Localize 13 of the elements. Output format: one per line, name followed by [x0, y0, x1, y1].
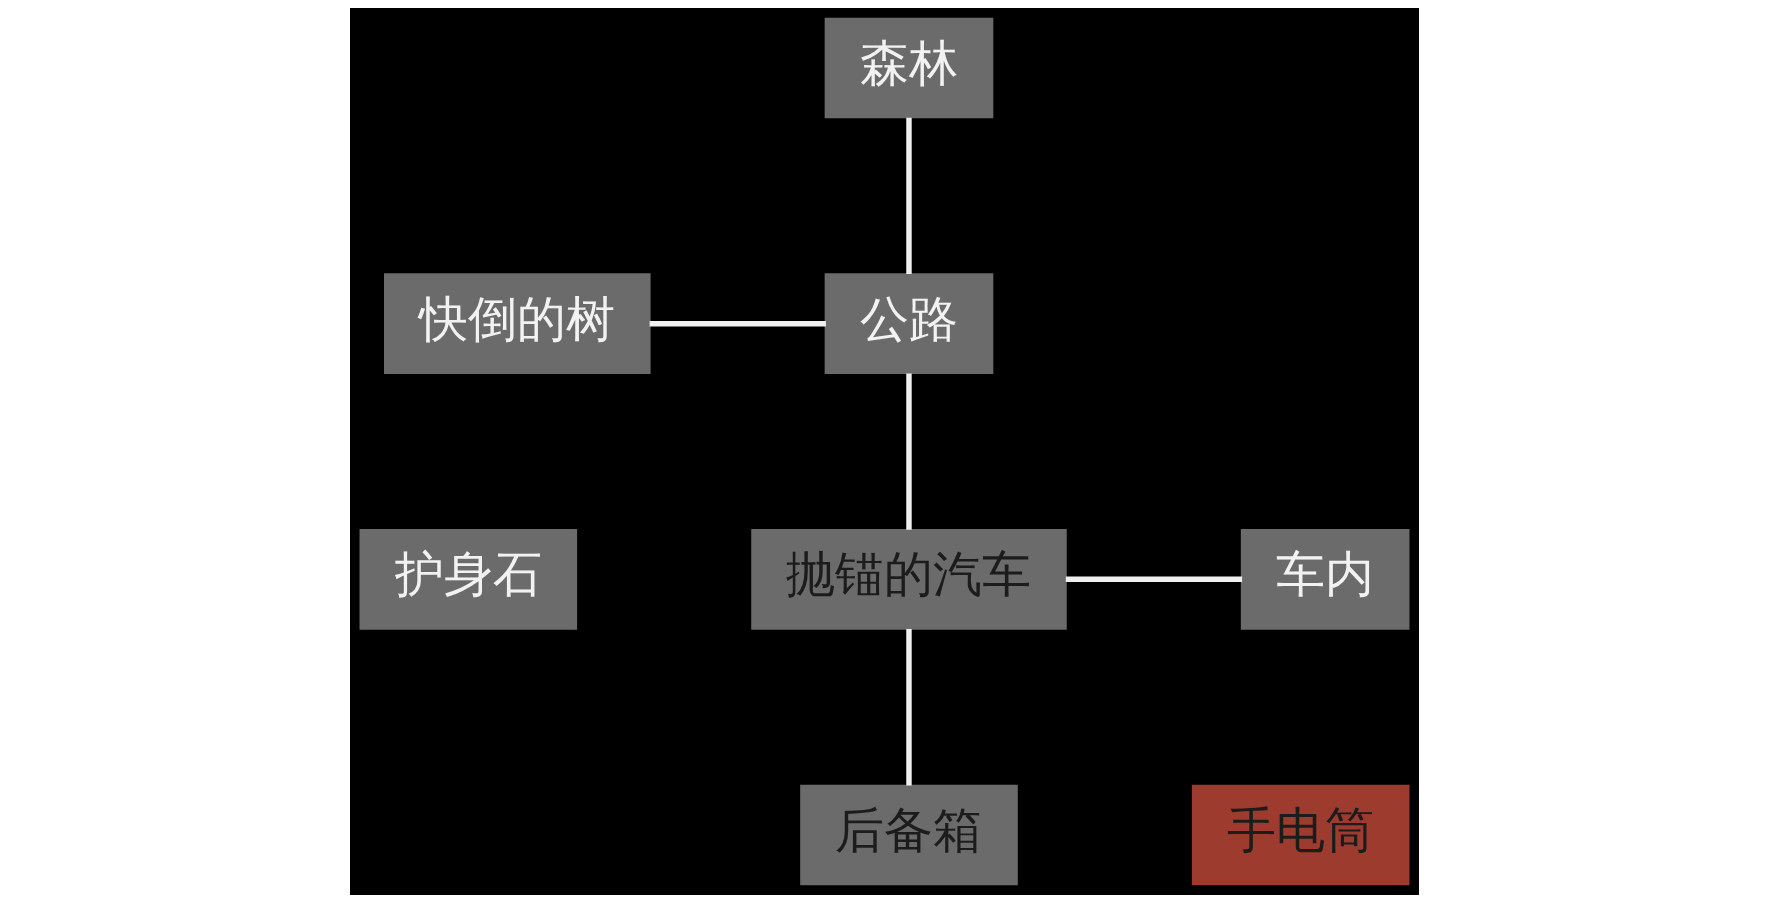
node-box: 公路: [824, 273, 993, 374]
node-box: 护身石: [359, 529, 577, 630]
connector: [905, 629, 912, 786]
connector: [905, 117, 912, 275]
node-box: 森林: [824, 17, 993, 119]
node-box: 手电筒: [1191, 784, 1409, 886]
node-box: 车内: [1240, 529, 1409, 630]
connector: [649, 320, 826, 327]
connector: [1065, 576, 1242, 583]
connector: [905, 373, 912, 530]
node-box: 抛锚的汽车: [750, 529, 1067, 630]
node-box: 后备箱: [799, 784, 1018, 886]
node-box: 快倒的树: [383, 273, 651, 374]
